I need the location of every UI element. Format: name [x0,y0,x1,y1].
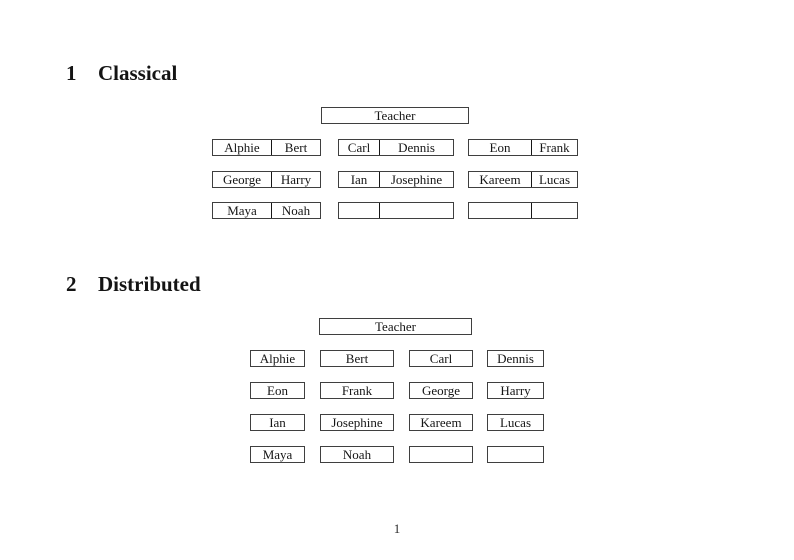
section-title: Distributed [98,272,201,296]
teacher-box: Teacher [319,318,472,335]
seat-box: Maya [250,446,305,463]
desk-seat: Lucas [531,172,577,187]
seat-box: Bert [320,350,394,367]
desk-seat: Ian [350,171,368,187]
desk: Alphie Bert [212,139,321,156]
page-number: 1 [393,521,401,536]
desk-seat: Harry [271,172,320,187]
desk: Ian Josephine [338,171,454,188]
section-number: 2 [66,272,77,296]
seat-box-empty [409,446,473,463]
teacher-label: Teacher [374,107,416,123]
section-heading-distributed: 2 Distributed [66,274,201,295]
desk: Maya Noah [212,202,321,219]
seat-box: Dennis [487,350,544,367]
desk-seat: Maya [227,202,257,218]
teacher-label: Teacher [375,318,416,334]
seat-box: Lucas [487,414,544,431]
desk-seat-empty [379,203,453,218]
seat-box: Harry [487,382,544,399]
desk-seat: Noah [271,203,320,218]
desk-seat: Carl [347,139,371,155]
desk-empty [338,202,454,219]
desk-seat-empty [339,203,379,218]
section-title: Classical [98,61,178,85]
desk-seat-empty [531,203,577,218]
desk: Kareem Lucas [468,171,578,188]
seat-box: Eon [250,382,305,399]
section-number: 1 [66,61,77,85]
desk-empty [468,202,578,219]
seat-box: Noah [320,446,394,463]
desk-seat: Dennis [379,140,453,155]
desk: George Harry [212,171,321,188]
desk-seat: Josephine [379,172,453,187]
desk-seat-empty [469,203,531,218]
seat-box-empty [487,446,544,463]
desk-seat: Frank [531,140,577,155]
desk: Eon Frank [468,139,578,156]
seat-box: Kareem [409,414,473,431]
desk-seat: Alphie [224,139,260,155]
section-heading-classical: 1 Classical [66,63,177,84]
desk: Carl Dennis [338,139,454,156]
seat-box: Josephine [320,414,394,431]
desk-seat: Eon [489,139,511,155]
seat-box: Ian [250,414,305,431]
seat-box: Carl [409,350,473,367]
seat-box: Frank [320,382,394,399]
seat-box: Alphie [250,350,305,367]
seat-box: George [409,382,473,399]
teacher-box: Teacher [321,107,469,124]
desk-seat: George [222,171,262,187]
desk-seat: Bert [271,140,320,155]
desk-seat: Kareem [479,171,521,187]
